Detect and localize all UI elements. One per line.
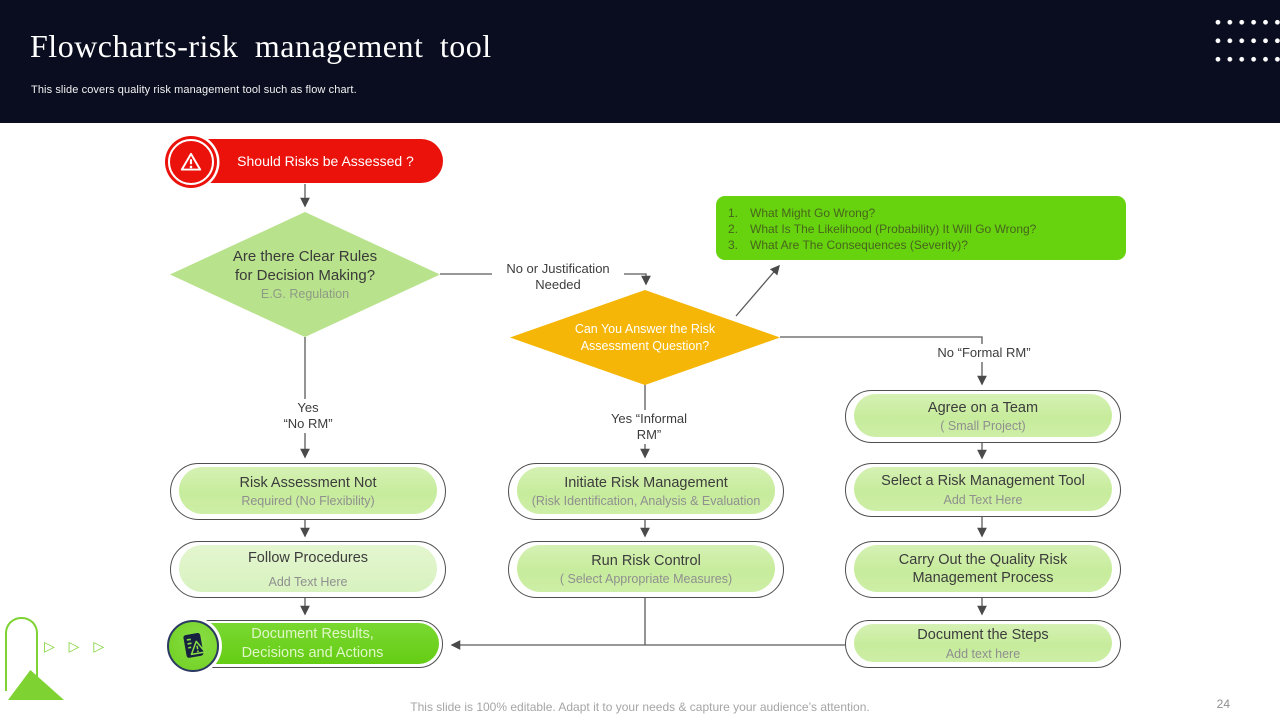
box-risk-assessment-not: Risk Assessment Not Required (No Flexibi… [170,463,446,520]
label-no-formal-rm: No “Formal RM” [918,344,1050,362]
box-title: Document Results, [251,626,374,643]
decision-clear-rules-note: E.G. Regulation [260,287,350,302]
box-title: Risk Assessment Not [239,474,377,491]
question-number: 2. [728,222,739,236]
risk-question-item: 1. What Might Go Wrong? [728,205,1126,221]
pill-fill [186,623,439,664]
question-number: 1. [728,206,739,220]
pill-fill [517,545,775,592]
decision-answer-line2: Assessment Question? [580,338,710,353]
label-line: Yes [297,400,319,415]
question-text: What Are The Consequences (Severity)? [750,238,968,252]
dots-pattern-icon [1210,10,1280,66]
label-no-or-justification: No or Justification Needed [492,260,624,294]
box-select-risk-tool: Select a Risk Management Tool Add Text H… [845,463,1121,517]
label-yes-no-rm: Yes “No RM” [269,399,347,433]
risk-question-item: 2. What Is The Likelihood (Probability) … [728,221,1126,237]
box-subtitle: Add Text Here [268,574,348,589]
decision-clear-rules-line2: for Decision Making? [234,266,376,284]
box-subtitle: (Risk Identification, Analysis & Evaluat… [531,494,761,509]
box-run-risk-control: Run Risk Control ( Select Appropriate Me… [508,541,784,598]
box-subtitle: Required (No Flexibility) [241,494,375,509]
pill-fill [854,624,1112,662]
page-number: 24 [1216,697,1230,711]
page-title: Flowcharts-risk management tool [30,28,492,64]
slide-header: Flowcharts-risk management tool This sli… [0,0,1280,123]
box-agree-on-team: Agree on a Team ( Small Project) [845,390,1121,443]
box-title: Carry Out the Quality Risk [898,552,1068,569]
pill-fill [854,545,1112,592]
pill-fill [854,394,1112,437]
box-title: Agree on a Team [927,399,1039,416]
pill-fill [179,467,437,514]
box-subtitle: Add Text Here [943,492,1023,507]
arch-shape [5,617,38,691]
box-title: Document the Steps [917,627,1049,644]
box-title: Select a Risk Management Tool [881,473,1085,490]
risk-question-item: 3. What Are The Consequences (Severity)? [728,237,1126,253]
box-carry-out-process: Carry Out the Quality Risk Management Pr… [845,541,1121,598]
box-title: Run Risk Control [591,552,701,569]
box-subtitle: Decisions and Actions [241,645,384,661]
box-subtitle: Add text here [945,646,1021,661]
footer-note: This slide is 100% editable. Adapt it to… [410,700,870,714]
label-line: RM” [636,426,662,442]
checklist-warning-icon [167,620,219,672]
pill-fill [854,467,1112,511]
box-subtitle: Management Process [912,570,1054,587]
question-text: What Is The Likelihood (Probability) It … [750,222,1037,236]
decision-answer-line1: Can You Answer the Risk [574,321,716,336]
start-banner: Should Risks be Assessed ? [178,139,443,183]
label-line: Needed [535,276,581,292]
warning-triangle-icon [165,136,217,188]
risk-questions-box: 1. What Might Go Wrong? 2. What Is The L… [716,196,1126,260]
label-line: No “Formal RM” [937,345,1031,360]
play-triangles-icon: ▷ ▷ ▷ [44,638,110,654]
pill-fill [517,467,775,514]
label-line: “No RM” [283,415,333,431]
label-yes-informal-rm: Yes “Informal RM” [596,410,702,444]
box-document-steps: Document the Steps Add text here [845,620,1121,668]
box-title: Follow Procedures [247,550,369,567]
box-document-results: Document Results, Decisions and Actions [182,620,443,668]
box-follow-procedures: Follow Procedures Add Text Here [170,541,446,598]
box-subtitle: ( Select Appropriate Measures) [559,572,733,587]
box-subtitle: ( Small Project) [940,419,1026,434]
pill-fill [179,545,437,592]
page-subtitle: This slide covers quality risk managemen… [31,84,357,96]
box-title: Initiate Risk Management [564,474,728,491]
question-number: 3. [728,238,739,252]
decision-clear-rules-line1: Are there Clear Rules [232,247,378,265]
box-initiate-risk-management: Initiate Risk Management (Risk Identific… [508,463,784,520]
label-line: Yes “Informal [610,411,688,426]
label-line: No or Justification [506,261,610,276]
question-text: What Might Go Wrong? [750,206,876,220]
start-banner-label: Should Risks be Assessed ? [237,153,414,169]
